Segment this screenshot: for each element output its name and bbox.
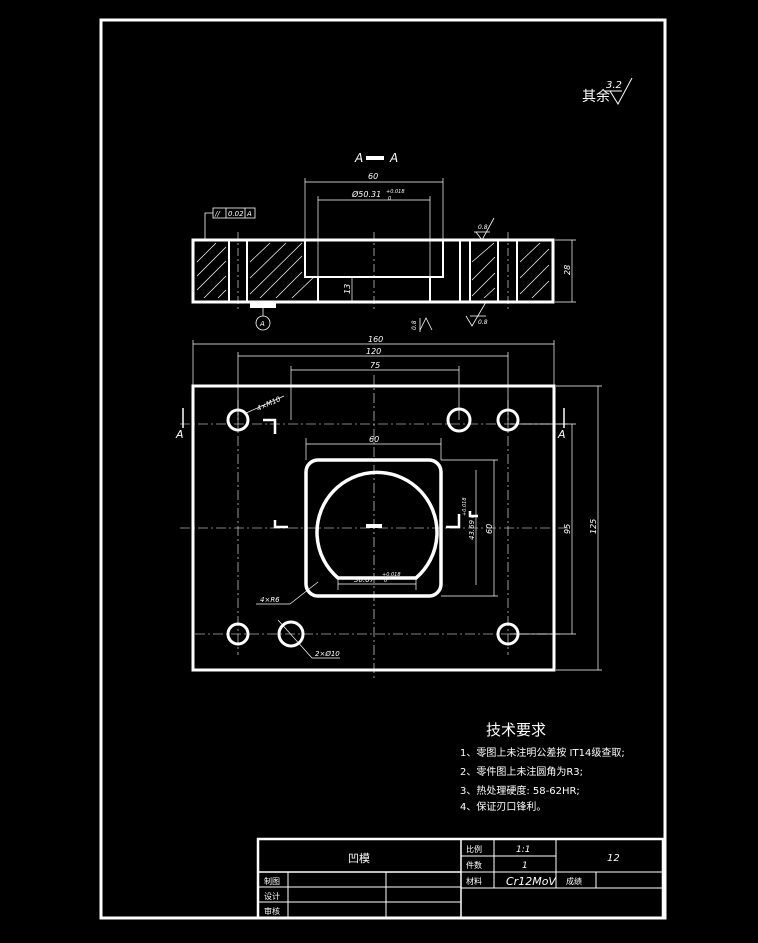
svg-text:+0.018: +0.018 [386, 189, 405, 195]
tech-title: 技术要求 [486, 721, 546, 739]
section-dim-28: 28 [563, 265, 572, 275]
svg-text:0.8: 0.8 [411, 320, 418, 330]
plan-dim-vert-tol: 43.69 [468, 519, 476, 540]
svg-text:A: A [557, 428, 566, 441]
svg-text://: // [214, 210, 220, 218]
svg-text:4×M10: 4×M10 [256, 395, 283, 413]
section-dim-bore: Ø50.31 [351, 189, 381, 199]
svg-text:+0.018: +0.018 [462, 497, 468, 516]
plan-view: 160 120 75 A A [175, 335, 602, 680]
drawing-frame [99, 18, 667, 920]
die-opening [315, 470, 439, 580]
plan-dim-120: 120 [366, 347, 381, 356]
section-roughness-bottom-left: 0.8 [411, 317, 433, 332]
svg-text:0: 0 [388, 196, 391, 202]
callout-radius: 4×R6 [256, 581, 319, 605]
roughness-prefix: 其余 [582, 88, 610, 105]
drawing-number: 12 [607, 853, 620, 864]
datum-a: A [250, 302, 276, 331]
thread-hole-bl [226, 622, 250, 646]
svg-text:0.8: 0.8 [478, 224, 488, 231]
svg-text:4×R6: 4×R6 [260, 596, 280, 604]
tech-requirements: 技术要求 1、零图上未注明公差按 IT14级查取; 2、零件图上未注圆角为R3;… [460, 721, 625, 813]
qty-value: 1 [522, 861, 528, 871]
role-review: 审核 [264, 906, 280, 916]
svg-text:0: 0 [384, 578, 387, 584]
plan-dim-75: 75 [370, 361, 380, 370]
svg-text:+0.018: +0.018 [382, 572, 401, 578]
pin-hole-tr [446, 407, 472, 433]
plan-dim-60-top: 60 [369, 435, 379, 444]
roughness-symbol [609, 77, 633, 106]
role-design: 设计 [264, 891, 280, 901]
svg-text:A: A [246, 210, 252, 218]
section-dim-60: 60 [368, 172, 378, 181]
scale-label: 比例 [466, 844, 482, 854]
cut-marker-right: A [557, 408, 566, 441]
roughness-value: 3.2 [606, 80, 622, 91]
svg-text:A: A [354, 151, 363, 165]
tech-item-1: 1、零图上未注明公差按 IT14级查取; [460, 746, 625, 759]
svg-text:A: A [259, 320, 265, 328]
plan-dim-160: 160 [368, 335, 383, 344]
material-label: 材料 [466, 876, 482, 886]
part-name: 凹模 [348, 852, 370, 865]
callout-thread: 4×M10 [243, 395, 285, 415]
role-draw: 制图 [264, 876, 280, 886]
cut-marker-left: A [175, 408, 184, 441]
svg-text:2×Ø10: 2×Ø10 [315, 650, 340, 658]
svg-text:A: A [175, 428, 184, 441]
pin-hole-bl [277, 620, 305, 648]
section-dim-13: 13 [343, 284, 352, 294]
title-block: 凹模 制图 设计 审核 比例 1:1 件数 1 材料 Cr12MoV 成绩 12 [256, 837, 665, 920]
thread-hole-tr [496, 408, 520, 432]
svg-text:0.8: 0.8 [478, 319, 488, 326]
section-outline [191, 238, 555, 304]
scale-value: 1:1 [516, 845, 530, 855]
plan-dim-95: 95 [563, 524, 572, 534]
hatching [196, 242, 550, 299]
plan-dim-horiz-tol: 30.67 [354, 576, 375, 584]
material-value: Cr12MoV [506, 875, 557, 888]
roughness-note: 其余 3.2 [582, 77, 633, 106]
callout-pin: 2×Ø10 [277, 619, 340, 659]
svg-text:0: 0 [470, 515, 476, 518]
plan-dim-60-right: 60 [485, 524, 494, 534]
svg-text:A: A [389, 151, 398, 165]
section-title: A A [354, 151, 398, 165]
section-roughness-bottom-right: 0.8 [465, 301, 488, 327]
gdt-frame: // 0.02 A [204, 207, 256, 240]
svg-text:0.02: 0.02 [228, 210, 244, 218]
section-roughness-top: 0.8 [474, 217, 495, 241]
thread-hole-tl [226, 408, 250, 432]
grade-label: 成绩 [566, 876, 582, 886]
cavity-outline [304, 458, 443, 598]
tech-item-3: 3、热处理硬度: 58-62HR; [460, 784, 580, 797]
qty-label: 件数 [466, 860, 482, 870]
plan-dim-125: 125 [589, 519, 598, 534]
tech-item-2: 2、零件图上未注圆角为R3; [460, 765, 583, 778]
section-view: 60 Ø50.31 +0.018 0 28 13 // 0.02 A [191, 172, 576, 332]
tech-item-4: 4、保证刃口锋利。 [460, 800, 546, 813]
